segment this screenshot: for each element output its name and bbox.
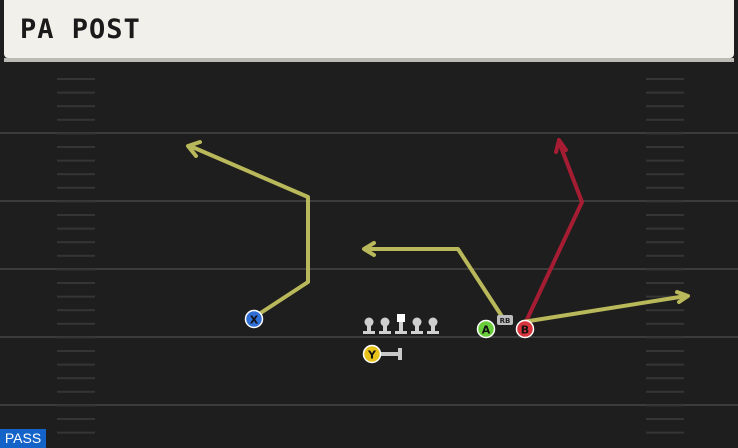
hash-mark [57, 186, 95, 189]
hash-mark [57, 227, 95, 230]
yard-line [0, 268, 738, 270]
yard-line [0, 336, 738, 338]
hash-mark [57, 350, 95, 352]
yard-lines [0, 132, 738, 406]
hash-mark [646, 200, 684, 203]
hash-mark [57, 363, 95, 366]
hash-mark [57, 295, 95, 298]
arrow-head-icon [554, 138, 568, 154]
lineman [427, 317, 439, 334]
hash-mark [57, 254, 95, 257]
hash-mark [646, 118, 684, 121]
block-icon [398, 348, 402, 360]
route-b-primary [521, 140, 584, 330]
hash-mark [646, 105, 684, 108]
hash-mark [646, 132, 684, 135]
hash-mark [646, 322, 684, 325]
hash-mark [646, 78, 684, 80]
hash-mark [57, 282, 95, 284]
center [395, 314, 407, 334]
hash-mark [646, 363, 684, 366]
arrow-head-icon [362, 241, 376, 257]
route-b-flat [521, 294, 688, 324]
hash-mark [57, 418, 95, 420]
hash-mark [57, 390, 95, 393]
hash-mark [646, 418, 684, 420]
hash-mark [57, 146, 95, 148]
route-a [364, 247, 505, 320]
hash-mark [646, 404, 684, 407]
offensive-line [363, 314, 439, 334]
play-title: PA POST [20, 14, 141, 45]
hash-mark [646, 309, 684, 312]
arrow-head-icon [675, 290, 690, 304]
hash-mark [646, 390, 684, 393]
player-a-label: A [482, 324, 491, 337]
hash-mark [57, 159, 95, 162]
hash-mark [646, 214, 684, 216]
hash-mark [646, 173, 684, 176]
lineman [411, 317, 423, 334]
hash-mark [57, 78, 95, 80]
play-field: RB X Y A B [0, 78, 738, 434]
hash-mark [646, 254, 684, 257]
player-x[interactable]: X [244, 309, 264, 329]
hash-marks-left [57, 78, 95, 434]
hash-mark [57, 173, 95, 176]
yard-line [0, 132, 738, 134]
yard-line [0, 404, 738, 406]
hash-marks-right [646, 78, 684, 434]
arrow-head-icon [186, 140, 202, 158]
hash-mark [57, 200, 95, 203]
rb-label: RB [500, 317, 511, 325]
hash-mark [646, 91, 684, 94]
play-header: PA POST [0, 0, 738, 62]
hash-mark [646, 268, 684, 271]
hash-mark [646, 227, 684, 230]
lineman [363, 317, 375, 334]
player-b[interactable]: B [515, 319, 535, 339]
player-x-label: X [250, 314, 259, 327]
route-x [188, 144, 310, 318]
hash-mark [57, 91, 95, 94]
lineman [379, 317, 391, 334]
hash-mark [646, 282, 684, 284]
hash-mark [57, 322, 95, 325]
yard-line [0, 200, 738, 202]
hash-mark [57, 336, 95, 339]
hash-mark [57, 431, 95, 434]
rb-tag: RB [497, 315, 513, 325]
hash-mark [646, 146, 684, 148]
header-bar [4, 0, 734, 58]
hash-mark [646, 295, 684, 298]
hash-mark [57, 105, 95, 108]
hash-mark [646, 159, 684, 162]
hash-mark [57, 132, 95, 135]
hash-mark [646, 377, 684, 380]
hash-mark [646, 336, 684, 339]
player-b-label: B [521, 324, 529, 337]
hash-mark [57, 268, 95, 271]
hash-mark [57, 309, 95, 312]
header-shadow [4, 58, 734, 62]
player-y[interactable]: Y [362, 344, 382, 364]
hash-mark [57, 214, 95, 216]
hash-mark [646, 431, 684, 434]
hash-mark [57, 377, 95, 380]
hash-mark [57, 404, 95, 407]
hash-mark [646, 350, 684, 352]
hash-mark [57, 118, 95, 121]
player-a[interactable]: A [476, 319, 496, 339]
player-y-label: Y [367, 349, 377, 362]
hash-mark [646, 186, 684, 189]
hash-mark [646, 241, 684, 244]
play-type-tag: PASS [0, 429, 46, 448]
hash-mark [57, 241, 95, 244]
